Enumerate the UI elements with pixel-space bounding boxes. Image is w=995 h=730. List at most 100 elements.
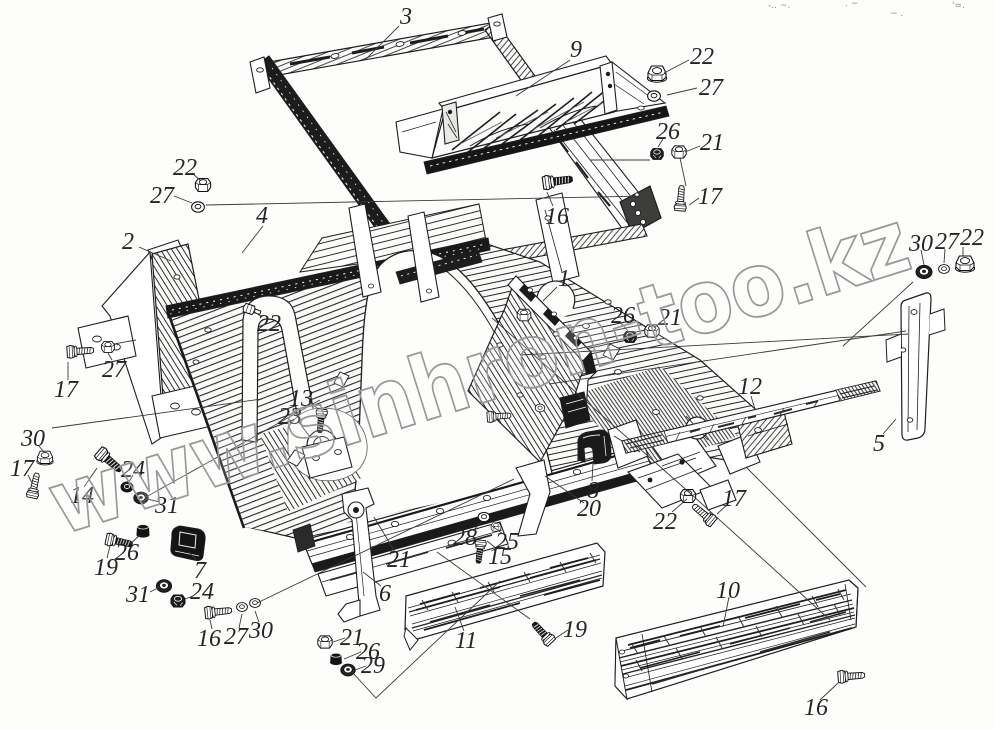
callout-5: 5 [873, 431, 885, 457]
washer-27-top [647, 90, 661, 102]
callout-13: 13 [289, 386, 313, 412]
leader-line [619, 321, 629, 332]
part-9-support-bracket [395, 55, 670, 175]
leader-line [486, 540, 498, 550]
leader-line [842, 281, 914, 347]
leader-line [209, 619, 213, 630]
washer-27-lower [236, 602, 248, 612]
leader-line [679, 157, 687, 187]
callout-8: 8 [587, 478, 599, 504]
callout-19: 19 [563, 617, 587, 643]
callout-21: 21 [658, 305, 682, 331]
callout-26: 26 [356, 639, 380, 665]
part-10-louver-panel [614, 579, 859, 701]
callout-26: 26 [115, 540, 139, 566]
leader-line [332, 637, 346, 643]
part-11-louver-panel [403, 542, 606, 651]
nut-22-top [646, 65, 668, 83]
leader-line [128, 474, 134, 483]
leader-line [653, 321, 662, 329]
callout-14: 14 [70, 483, 94, 509]
callout-17: 17 [698, 184, 723, 210]
callout-21: 21 [340, 625, 364, 651]
leader-line [173, 195, 193, 204]
leader-line [688, 197, 700, 206]
leader-line [722, 596, 730, 628]
leader-line [188, 551, 198, 562]
callout-22: 22 [960, 225, 984, 251]
callout-3: 3 [399, 4, 412, 30]
callout-6: 6 [379, 581, 391, 607]
leader-line [191, 172, 202, 182]
callout-16: 16 [197, 626, 221, 652]
leader-lines [27, 25, 964, 701]
leader-line [113, 339, 137, 345]
callout-12: 12 [738, 374, 762, 400]
leader-line [491, 525, 504, 535]
callout-24: 24 [121, 457, 145, 483]
leader-line [308, 400, 318, 409]
leader-line [572, 338, 623, 351]
leader-line [37, 444, 45, 453]
leader-line [362, 571, 382, 587]
leader-line [51, 398, 263, 429]
nut-24-lower [170, 594, 186, 608]
leader-line [671, 498, 688, 513]
callout-11: 11 [455, 628, 477, 654]
callout-27: 27 [224, 624, 249, 650]
callout-24: 24 [190, 579, 214, 605]
washer-31-lower [155, 579, 173, 593]
callout-26: 26 [656, 119, 680, 145]
callout-29: 29 [361, 653, 385, 679]
callout-20: 20 [577, 496, 601, 522]
leader-line [548, 330, 907, 385]
callout-17: 17 [54, 377, 79, 403]
nut-22-right [954, 255, 976, 273]
washer-27-left [191, 201, 205, 213]
callout-15: 15 [488, 544, 512, 570]
leader-line [819, 682, 839, 701]
leader-line [544, 475, 585, 504]
leader-line [129, 534, 141, 545]
callout-28: 28 [453, 525, 477, 551]
callout-31: 31 [154, 493, 179, 519]
leader-line [149, 587, 159, 593]
callout-7: 7 [194, 558, 207, 584]
washer-30-right [915, 264, 933, 280]
callout-21: 21 [387, 547, 411, 573]
callout-23: 23 [278, 404, 302, 430]
part-8-clamp [577, 429, 612, 465]
leader-line [107, 352, 113, 361]
noise-mark: ~ . [890, 9, 903, 19]
leader-line [27, 474, 33, 484]
leader-line [491, 317, 831, 621]
leader-line [145, 399, 321, 498]
callout-9: 9 [570, 37, 582, 63]
part-12-bar [621, 380, 881, 454]
leader-line [750, 395, 756, 410]
washer-30-lower [249, 598, 261, 608]
callout-1: 1 [558, 266, 570, 292]
callout-22: 22 [257, 311, 281, 337]
leader-line [184, 595, 194, 600]
callout-22: 22 [173, 155, 197, 181]
part-7-bracket [170, 525, 206, 561]
washer-28 [477, 511, 491, 523]
leader-line [591, 462, 594, 482]
callout-4: 4 [256, 203, 268, 229]
nut-26-bottom [330, 652, 342, 666]
leader-line [354, 665, 367, 671]
leader-line [252, 310, 263, 318]
leader-line [663, 59, 690, 74]
leader-line [297, 420, 311, 438]
callout-16: 16 [804, 695, 828, 721]
leader-line [205, 195, 645, 206]
callout-27: 27 [699, 75, 724, 101]
leader-line [546, 191, 554, 207]
leader-line [745, 466, 867, 588]
nut-27-left [101, 341, 115, 353]
body-floor-assembly [77, 192, 793, 623]
